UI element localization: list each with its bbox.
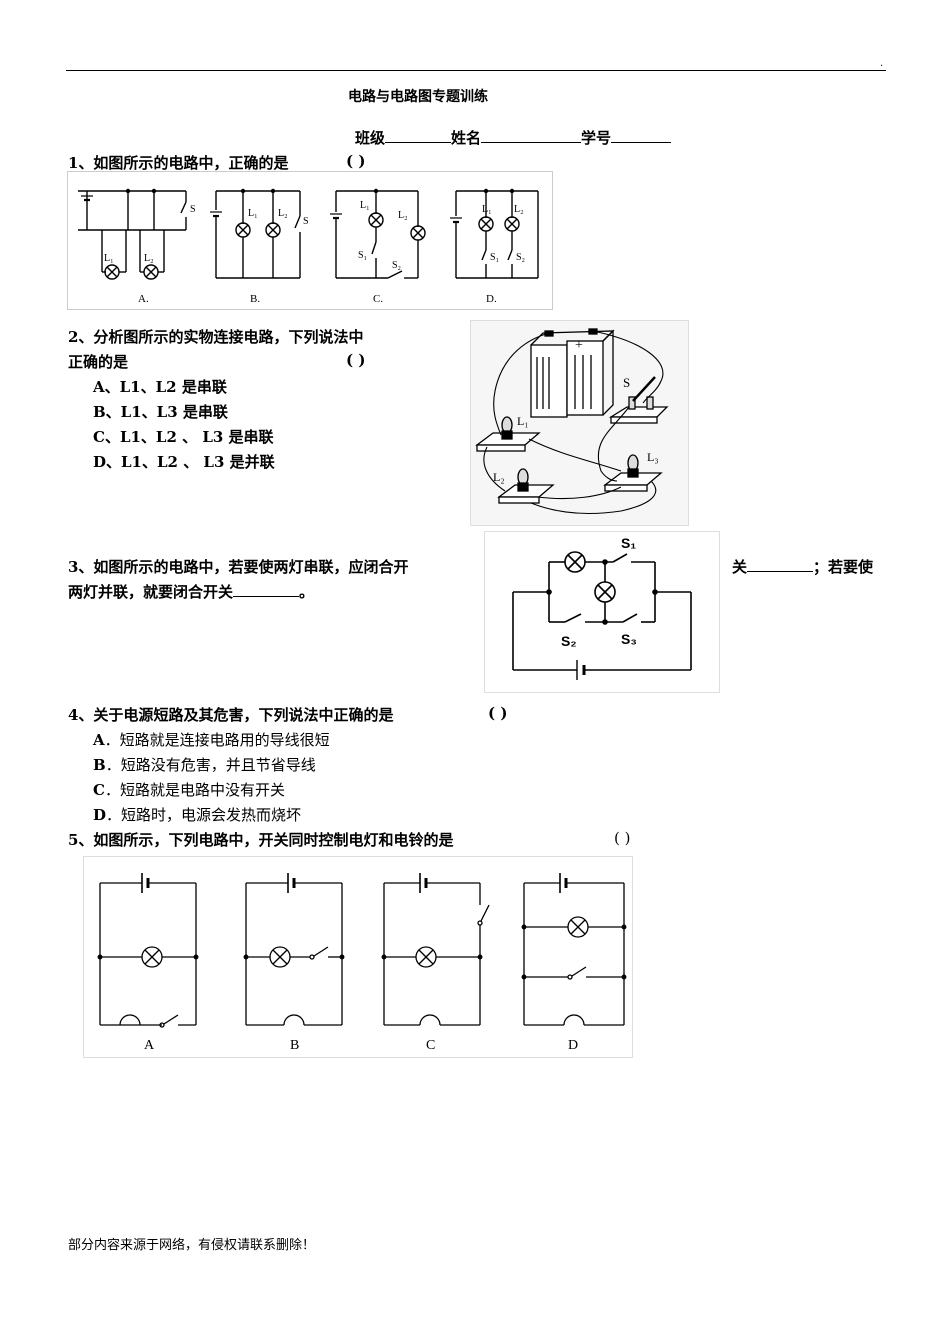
q3-parallel-blank[interactable] bbox=[233, 582, 300, 597]
q3-text-part2-line: 关 ；若要使 bbox=[732, 556, 873, 577]
q1-c-label: C. bbox=[373, 293, 383, 305]
q5-circuit-b: B bbox=[243, 873, 345, 1053]
q2-lamp-l2: L₂ bbox=[493, 468, 555, 504]
q1-c-l2-label: L₂ bbox=[398, 210, 408, 221]
q1-figure: S L₁ L₂ A. L₁ L₂ S B. bbox=[67, 171, 553, 310]
q1-c-l1-label: L₁ bbox=[360, 200, 370, 211]
id-blank[interactable] bbox=[611, 128, 672, 143]
q1-c-s2-label: S₂ bbox=[392, 260, 401, 271]
q4-option-d-text: ．短路时，电源会发热而烧坏 bbox=[106, 806, 302, 824]
q1-a-s-label: S bbox=[190, 204, 196, 215]
q1-a-l2-label: L₂ bbox=[144, 253, 154, 264]
corner-mark: . bbox=[880, 58, 884, 69]
q2-text-line1: 2、分析图所示的实物连接电路，下列说法中 bbox=[68, 328, 364, 346]
q5-circuit-c: C bbox=[381, 873, 490, 1053]
class-label: 班级 bbox=[355, 129, 386, 147]
q4-option-d[interactable]: D．短路时，电源会发热而烧坏 bbox=[93, 804, 301, 825]
q2-answer-paren[interactable]: ( ) bbox=[346, 351, 366, 369]
q1-d-l2-label: L₂ bbox=[514, 204, 524, 215]
q2-option-b[interactable]: B、L1、L3 是串联 bbox=[93, 403, 228, 421]
q2-l1-label: L₁ bbox=[517, 414, 529, 428]
q3-text-line2-wrap: 两灯并联，就要闭合开关 。 bbox=[68, 581, 314, 602]
q3-text-part2: 关 bbox=[732, 558, 748, 576]
q3-s2-label: S₂ bbox=[561, 633, 577, 649]
name-blank[interactable] bbox=[481, 128, 582, 143]
q4-option-b[interactable]: B．短路没有危害，并且节省导线 bbox=[93, 754, 316, 775]
q3-text-part3: ；若要使 bbox=[813, 558, 874, 576]
id-label: 学号 bbox=[581, 129, 612, 147]
q1-answer-paren[interactable]: ( ) bbox=[346, 152, 366, 170]
q5-text: 5、如图所示，下列电路中，开关同时控制电灯和电铃的是 bbox=[68, 831, 454, 849]
q3-period: 。 bbox=[299, 583, 315, 601]
student-info-line: 班级 姓名 学号 bbox=[355, 127, 672, 148]
q4-option-c-letter: C bbox=[93, 781, 105, 799]
q2-physical-circuit-figure: + S L₁ L₂ L₃ bbox=[470, 320, 689, 526]
q4-answer-paren[interactable]: ( ) bbox=[488, 704, 508, 722]
q4-option-a-text: ．短路就是连接电路用的导线很短 bbox=[104, 731, 330, 749]
q4-option-c[interactable]: C．短路就是电路中没有开关 bbox=[93, 779, 285, 800]
q3-text-part1: 3、如图所示的电路中，若要使两灯串联，应闭合开 bbox=[68, 558, 409, 576]
footer-note: 部分内容来源于网络，有侵权请联系删除！ bbox=[68, 1238, 316, 1253]
q1-a-l1-label: L₁ bbox=[104, 253, 114, 264]
q1-d-label: D. bbox=[486, 293, 497, 305]
header-rule bbox=[66, 70, 886, 71]
q2-option-c[interactable]: C、L1、L2 、 L3 是串联 bbox=[93, 428, 274, 446]
q2-switch-label: S bbox=[623, 375, 630, 390]
q2-wires bbox=[483, 330, 664, 514]
q1-text: 1、如图所示的电路中，正确的是 bbox=[68, 154, 289, 172]
name-label: 姓名 bbox=[451, 129, 482, 147]
q1-b-label: B. bbox=[250, 293, 260, 305]
q5-circuit-d: D bbox=[521, 873, 627, 1053]
q1-d-s2-label: S₂ bbox=[516, 252, 525, 263]
q2-lamp-l1: L₁ bbox=[475, 414, 541, 452]
q4-option-a-letter: A bbox=[93, 731, 105, 749]
q2-battery: + bbox=[530, 328, 615, 418]
q4-option-b-letter: B bbox=[93, 756, 106, 774]
q5-answer-paren[interactable]: ( ) bbox=[614, 829, 631, 847]
q1-b-s-label: S bbox=[303, 216, 309, 227]
q3-s1-label: S₁ bbox=[621, 535, 636, 551]
q1-d-s1-label: S₁ bbox=[490, 252, 499, 263]
class-blank[interactable] bbox=[385, 128, 452, 143]
q4-option-c-text: ．短路就是电路中没有开关 bbox=[104, 781, 285, 799]
q5-circuit-a: A bbox=[97, 873, 199, 1053]
q3-text-line2: 两灯并联，就要闭合开关 bbox=[68, 583, 234, 601]
q2-lamp-l3: L₃ bbox=[603, 450, 663, 492]
q5-figure: A B C bbox=[83, 856, 633, 1058]
q1-circuit-b: L₁ L₂ S B. bbox=[210, 188, 309, 305]
q2-l2-label: L₂ bbox=[493, 470, 505, 484]
q4-text: 4、关于电源短路及其危害，下列说法中正确的是 bbox=[68, 706, 394, 724]
q5-c-label: C bbox=[426, 1038, 435, 1053]
q2-option-d[interactable]: D、L1、L2 、 L3 是并联 bbox=[93, 453, 275, 471]
q5-b-label: B bbox=[290, 1038, 299, 1053]
q5-d-label: D bbox=[568, 1038, 578, 1053]
q1-circuit-d: L₁ L₂ S₁ S₂ D. bbox=[450, 188, 539, 305]
q2-battery-plus: + bbox=[575, 338, 583, 353]
q1-b-l1-label: L₁ bbox=[248, 208, 258, 219]
q2-option-a[interactable]: A、L1、L2 是串联 bbox=[93, 378, 227, 396]
q1-d-l1-label: L₁ bbox=[482, 204, 492, 215]
q1-circuit-a: S L₁ L₂ A. bbox=[78, 188, 196, 305]
q4-option-d-letter: D bbox=[93, 806, 107, 824]
q2-text-line2: 正确的是 bbox=[68, 353, 129, 371]
q3-s3-label: S₃ bbox=[621, 631, 637, 647]
q2-switch: S bbox=[608, 375, 669, 424]
q1-c-s1-label: S₁ bbox=[358, 250, 367, 261]
q3-series-blank[interactable] bbox=[747, 557, 814, 572]
q4-option-b-text: ．短路没有危害，并且节省导线 bbox=[105, 756, 316, 774]
page-title: 电路与电路图专题训练 bbox=[348, 89, 488, 105]
q1-circuit-c: L₁ L₂ S₁ S₂ C. bbox=[330, 188, 426, 305]
q5-a-label: A bbox=[144, 1038, 155, 1053]
q3-figure: S₁ S₂ S₃ bbox=[484, 531, 720, 693]
q1-a-label: A. bbox=[138, 293, 149, 305]
q1-b-l2-label: L₂ bbox=[278, 208, 288, 219]
q4-option-a[interactable]: A．短路就是连接电路用的导线很短 bbox=[93, 729, 330, 750]
q2-l3-label: L₃ bbox=[647, 450, 659, 464]
